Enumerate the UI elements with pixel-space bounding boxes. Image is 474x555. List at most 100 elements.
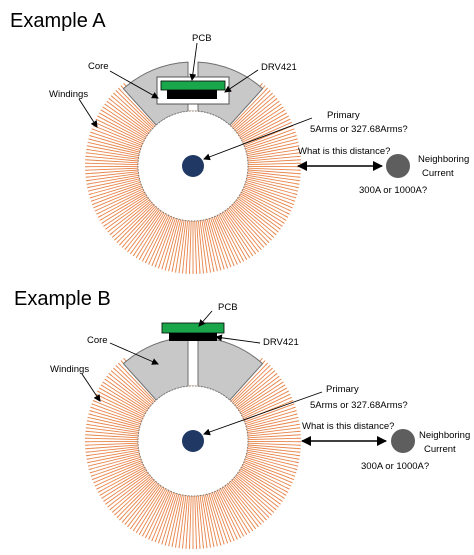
winding-tick [287,396,292,400]
winding-tick [113,92,117,97]
winding-turn [159,217,176,265]
winding-tick [206,269,208,274]
winding-turn [227,208,260,247]
winding-turn [243,123,289,145]
winding-turn [245,411,293,426]
winding-turn [238,383,281,412]
winding-tick [102,106,107,110]
winding-turn [244,458,292,476]
winding-turn [199,220,207,270]
winding-tick [123,357,127,362]
example-b-core-label: Core [87,335,108,346]
example-a-primary-label: Primary [327,110,360,121]
winding-tick [295,183,300,185]
winding-turn [89,152,139,160]
winding-tick [86,420,91,422]
winding-turn [243,186,290,207]
winding-turn [245,181,293,198]
winding-turn [107,105,149,135]
winding-turn [152,491,173,538]
winding-turn [235,375,275,407]
winding-turn [243,126,290,146]
winding-turn [246,146,296,157]
winding-turn [238,196,280,225]
winding-turn [93,181,141,198]
winding-turn [247,448,297,456]
winding-turn [165,493,180,542]
winding-turn [247,446,297,453]
winding-turn [132,485,162,526]
winding-tick [264,87,269,92]
winding-turn [247,167,297,171]
winding-turn [241,191,285,216]
winding-turn [143,489,168,534]
winding-tick [86,458,91,460]
winding-turn [96,186,143,207]
winding-tick [209,268,211,273]
example-a-core-label: Core [88,61,109,72]
winding-tick [279,106,284,110]
winding-turn [89,427,139,435]
winding-tick [99,492,104,496]
winding-tick [100,109,105,113]
winding-tick [281,384,286,388]
winding-turn [89,431,139,437]
winding-turn [239,469,282,497]
winding-turn [89,434,139,439]
winding-turn [90,149,139,158]
winding-turn [140,213,166,257]
winding-tick [273,97,278,102]
winding-turn [99,190,145,213]
winding-turn [235,100,275,132]
winding-turn [175,495,185,544]
winding-turn [135,211,163,253]
winding-turn [132,210,162,251]
winding-turn [89,171,139,178]
winding-tick [266,90,271,94]
winding-turn [237,472,278,503]
winding-tick [291,131,296,134]
winding-turn [221,487,249,530]
winding-turn [215,215,237,261]
winding-tick [293,468,298,471]
winding-tick [91,477,97,481]
winding-turn [215,490,237,536]
winding-turn [159,492,176,540]
winding-tick [250,527,254,532]
winding-turn [245,132,292,150]
winding-tick [86,183,91,185]
winding-tick [295,420,300,422]
winding-tick [295,423,300,426]
winding-tick [260,519,265,523]
example-a-pcb-label: PCB [192,33,212,44]
winding-tick [244,255,248,260]
winding-turn [112,475,151,508]
winding-tick [119,241,123,246]
winding-turn [104,469,147,497]
winding-turn [99,465,145,488]
winding-tick [135,254,139,259]
winding-tick [89,471,94,474]
winding-turn [126,483,159,522]
winding-tick [291,199,296,202]
winding-turn [113,372,152,406]
winding-turn [247,449,296,460]
winding-turn [172,494,183,544]
winding-turn [235,475,274,508]
winding-tick [263,516,267,521]
example-b-primary-label: Primary [326,384,359,395]
winding-turn [90,421,140,432]
winding-tick [90,406,95,409]
winding-tick [87,189,93,192]
winding-tick [154,263,157,268]
winding-turn [185,495,190,545]
winding-tick [293,138,298,141]
winding-turn [223,486,251,528]
example-a-panel: Example A PCB Core DRV421 Windings Prima… [10,10,469,274]
winding-tick [127,523,131,528]
winding-turn [242,463,288,485]
winding-tick [86,423,91,426]
winding-turn [246,176,295,188]
example-b-primary-conductor-icon [182,430,204,452]
example-b-neighbor-label-1: Neighboring [419,430,470,441]
